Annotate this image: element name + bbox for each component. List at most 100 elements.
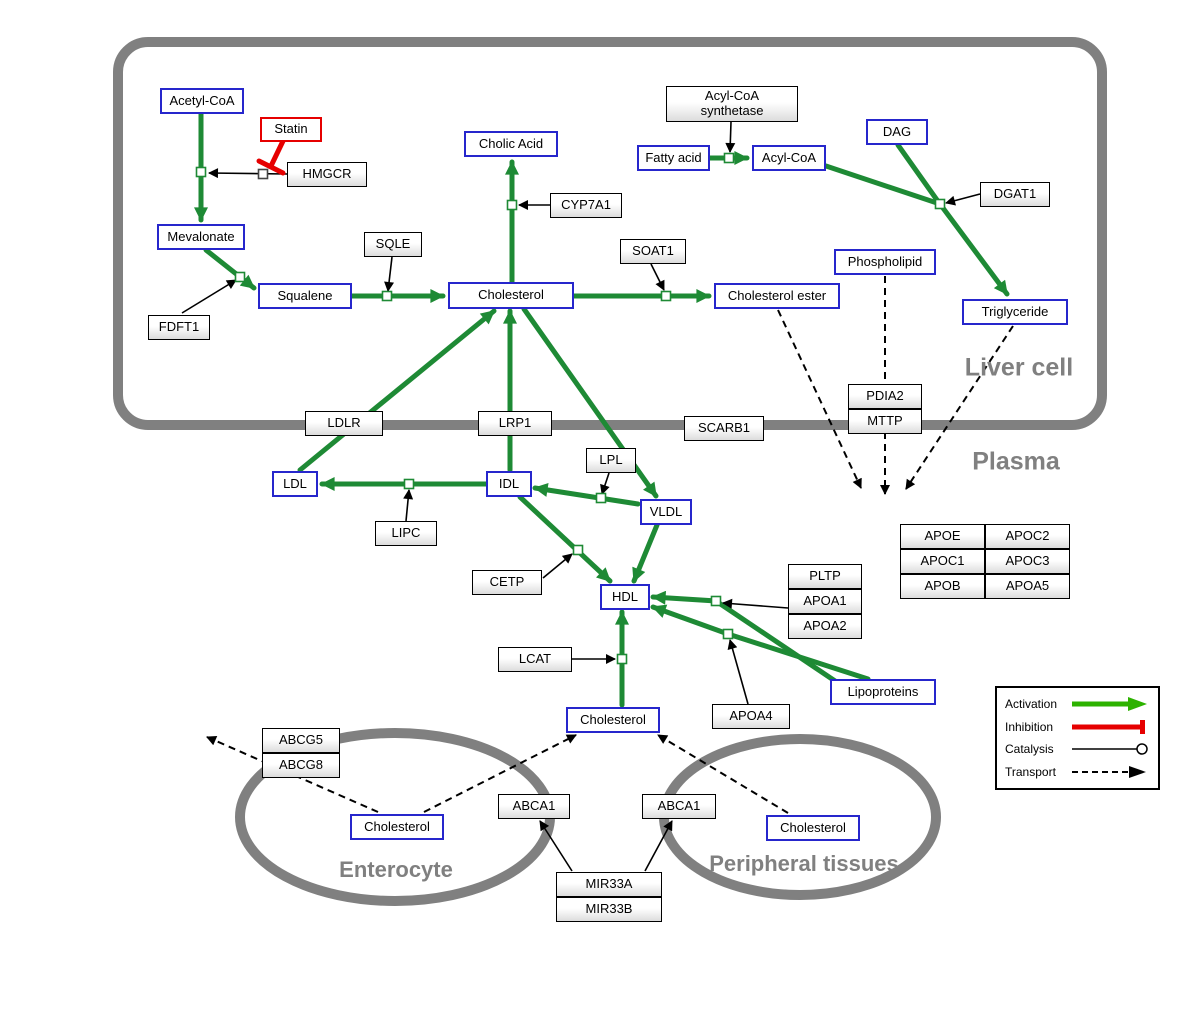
- node-hmgcr[interactable]: HMGCR: [287, 162, 367, 187]
- node-apoa4[interactable]: APOA4: [712, 704, 790, 729]
- node-scarb1[interactable]: SCARB1: [684, 416, 764, 441]
- edge-mevalonate-to-squalene: [203, 247, 257, 291]
- node-lipc[interactable]: LIPC: [375, 521, 437, 546]
- node-idl[interactable]: IDL: [486, 471, 532, 497]
- compartment-liver-cell: [113, 37, 1107, 430]
- node-squalene[interactable]: Squalene: [258, 283, 352, 309]
- edge-cetp-catalysis: [542, 553, 573, 579]
- node-pltp[interactable]: PLTP: [788, 564, 862, 589]
- node-cholesterol-enterocyte[interactable]: Cholesterol: [350, 814, 444, 840]
- node-dag[interactable]: DAG: [866, 119, 928, 145]
- edge-idl-to-hdl-cetp: [517, 494, 613, 584]
- node-apoa2[interactable]: APOA2: [788, 614, 862, 639]
- label-peripheral-tissues: Peripheral tissues: [709, 851, 899, 876]
- node-abcg5[interactable]: ABCG5: [262, 728, 340, 753]
- reaction-anchor: [660, 290, 672, 302]
- edge-peripheral-cholesterol-to-plasma: [657, 734, 789, 814]
- node-apoc1[interactable]: APOC1: [900, 549, 985, 574]
- node-lpl[interactable]: LPL: [586, 448, 636, 473]
- node-hdl[interactable]: HDL: [600, 584, 650, 610]
- edge-lipc-catalysis: [403, 489, 414, 522]
- edge-sqle-catalysis: [384, 256, 395, 292]
- node-mevalonate[interactable]: Mevalonate: [157, 224, 245, 250]
- edge-mir33-to-abca1-left: [539, 820, 573, 872]
- node-phospholipid[interactable]: Phospholipid: [834, 249, 936, 275]
- node-abcg8[interactable]: ABCG8: [262, 753, 340, 778]
- edge-acyl-coa-synthetase-catalysis: [725, 121, 736, 153]
- legend-row-activation: Activation: [1005, 696, 1150, 712]
- edge-dag-to-dgat1-junction: [895, 142, 940, 203]
- activation-arrow-icon: [1072, 697, 1147, 712]
- reaction-anchor: [572, 544, 584, 556]
- edge-apoa-stack-catalysis: [722, 598, 789, 609]
- node-ldl[interactable]: LDL: [272, 471, 318, 497]
- legend-label-catalysis: Catalysis: [1005, 742, 1054, 757]
- label-plasma: Plasma: [972, 447, 1060, 476]
- edge-mir33-to-abca1-right: [644, 820, 673, 872]
- node-apoa5[interactable]: APOA5: [985, 574, 1070, 599]
- node-mttp[interactable]: MTTP: [848, 409, 922, 434]
- edge-cholesterol-ester-transport: [777, 309, 862, 489]
- reaction-anchor: [403, 478, 415, 490]
- node-abca1-enterocyte[interactable]: ABCA1: [498, 794, 570, 819]
- node-abca1-peripheral[interactable]: ABCA1: [642, 794, 716, 819]
- node-lcat[interactable]: LCAT: [498, 647, 572, 672]
- node-acetyl-coa[interactable]: Acetyl-CoA: [160, 88, 244, 114]
- node-fatty-acid[interactable]: Fatty acid: [637, 145, 710, 171]
- node-pdia2[interactable]: PDIA2: [848, 384, 922, 409]
- node-cyp7a1[interactable]: CYP7A1: [550, 193, 622, 218]
- catalysis-circle-icon: [1072, 743, 1148, 755]
- reaction-anchor: [722, 628, 734, 640]
- node-vldl[interactable]: VLDL: [640, 499, 692, 525]
- reaction-anchor: [234, 271, 246, 283]
- node-cholesterol-ester[interactable]: Cholesterol ester: [714, 283, 840, 309]
- node-cholesterol-plasma[interactable]: Cholesterol: [566, 707, 660, 733]
- edge-vldl-to-idl: [532, 483, 641, 507]
- node-statin[interactable]: Statin: [260, 117, 322, 142]
- node-soat1[interactable]: SOAT1: [620, 239, 686, 264]
- edge-triglyceride-transport: [905, 325, 1014, 490]
- node-cetp[interactable]: CETP: [472, 570, 542, 595]
- node-acyl-coa[interactable]: Acyl-CoA: [752, 145, 826, 171]
- legend-label-inhibition: Inhibition: [1005, 719, 1054, 734]
- reaction-anchor: [257, 168, 269, 180]
- edge-dgat1-catalysis: [945, 193, 981, 206]
- node-apoc2[interactable]: APOC2: [985, 524, 1070, 549]
- node-apoc3[interactable]: APOC3: [985, 549, 1070, 574]
- edge-vldl-to-hdl: [631, 522, 660, 584]
- legend-row-catalysis: Catalysis: [1005, 741, 1150, 757]
- edge-lpl-catalysis: [600, 472, 610, 495]
- reaction-anchor: [723, 152, 735, 164]
- reaction-anchor: [381, 290, 393, 302]
- edge-statin-inhibition-bar: [256, 158, 286, 176]
- node-fdft1[interactable]: FDFT1: [148, 315, 210, 340]
- legend-label-activation: Activation: [1005, 697, 1058, 712]
- node-apoe[interactable]: APOE: [900, 524, 985, 549]
- legend-label-transport: Transport: [1005, 764, 1056, 779]
- node-lrp1[interactable]: LRP1: [478, 411, 552, 436]
- reaction-anchor: [506, 199, 518, 211]
- edge-fdft1-catalysis: [181, 279, 237, 314]
- node-lipoproteins[interactable]: Lipoproteins: [830, 679, 936, 705]
- node-sqle[interactable]: SQLE: [364, 232, 422, 257]
- node-apob[interactable]: APOB: [900, 574, 985, 599]
- node-cholic-acid[interactable]: Cholic Acid: [464, 131, 558, 157]
- node-mir33b[interactable]: MIR33B: [556, 897, 662, 922]
- inhibition-tbar-icon: [1072, 719, 1145, 734]
- reaction-anchor: [595, 492, 607, 504]
- node-apoa1[interactable]: APOA1: [788, 589, 862, 614]
- node-mir33a[interactable]: MIR33A: [556, 872, 662, 897]
- node-ldlr[interactable]: LDLR: [305, 411, 383, 436]
- node-triglyceride[interactable]: Triglyceride: [962, 299, 1068, 325]
- legend-row-inhibition: Inhibition: [1005, 719, 1150, 735]
- node-cholesterol-peripheral[interactable]: Cholesterol: [766, 815, 860, 841]
- reaction-anchor: [195, 166, 207, 178]
- node-dgat1[interactable]: DGAT1: [980, 182, 1050, 207]
- node-cholesterol-liver[interactable]: Cholesterol: [448, 282, 574, 309]
- reaction-anchor: [616, 653, 628, 665]
- label-liver-cell: Liver cell: [964, 353, 1074, 382]
- legend: Activation Inhibition Catalysis Transpor…: [995, 686, 1160, 790]
